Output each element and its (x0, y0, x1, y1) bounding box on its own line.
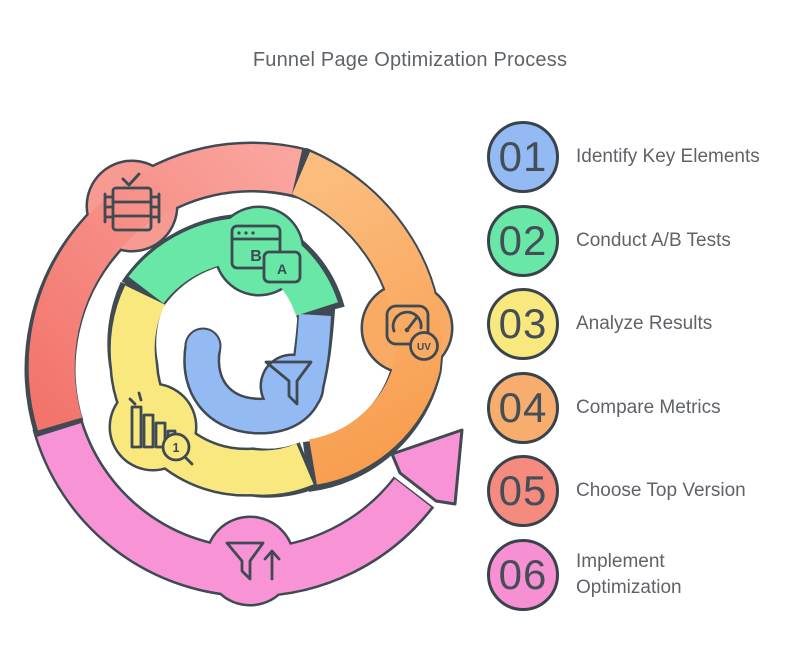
svg-text:UV: UV (417, 342, 431, 353)
diagram-title: Funnel Page Optimization Process (252, 49, 568, 71)
svg-text:1: 1 (173, 441, 180, 455)
bar-chart-magnifier-icon: 1 (128, 391, 194, 466)
funnel-up-arrow-icon (225, 541, 281, 581)
svg-text:B: B (250, 248, 262, 265)
spiral-segment-06-implement (37, 422, 432, 596)
spiral-segment-04-compare (291, 151, 442, 485)
gauge-uv-icon: UV (385, 304, 439, 361)
spiral-icons-layer: B A UV 1 (103, 172, 439, 581)
spiral-arrowhead (390, 428, 464, 506)
ab-test-icon: B A (230, 224, 302, 284)
table-check-icon (103, 172, 161, 232)
spiral-segment-05-choose (28, 143, 303, 431)
svg-text:A: A (277, 261, 287, 277)
spiral-segment-01-identify (185, 314, 331, 433)
funnel-icon (264, 360, 313, 406)
